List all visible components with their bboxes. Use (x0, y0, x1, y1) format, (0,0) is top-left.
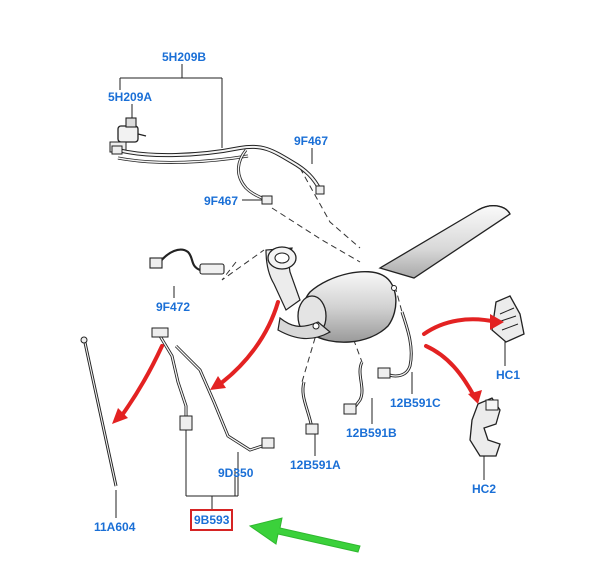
sensor-harness-5H209B (111, 144, 325, 205)
red-callout-arrows (118, 300, 498, 420)
sensor-rod-11A604 (80, 336, 118, 487)
part-label-12B591B: 12B591B (346, 426, 397, 440)
part-label-11A604: 11A604 (94, 520, 136, 534)
clip-HC1 (491, 295, 525, 343)
particulate-filter (277, 270, 397, 343)
sensor-12B591C (377, 311, 413, 379)
exhaust-pipe (378, 204, 511, 279)
part-label-12B591C: 12B591C (390, 396, 441, 410)
part-label-HC1: HC1 (496, 368, 521, 382)
part-label-9F467-lower: 9F467 (204, 194, 239, 208)
red-arrow-to-HC2 (424, 344, 476, 398)
leader-lines (115, 64, 506, 518)
bracket-HC2 (469, 397, 501, 457)
inlet-flange (265, 246, 301, 311)
part-label-9D350: 9D350 (218, 466, 254, 480)
red-arrow-heads (112, 314, 504, 424)
green-pointer-arrow (248, 517, 361, 553)
part-label-9B593: 9B593 (189, 509, 234, 531)
red-arrow-to-HC1 (422, 317, 498, 336)
part-label-5H209A: 5H209A (108, 90, 153, 104)
sensor-cable-9B593 (151, 327, 193, 431)
sensor-9F472 (149, 248, 225, 275)
red-arrow-to-9D350 (218, 300, 280, 386)
sensor-12B591B (343, 361, 364, 415)
part-label-5H209B: 5H209B (162, 50, 207, 64)
part-label-12B591A: 12B591A (290, 458, 341, 472)
sensor-cable-9D350 (174, 344, 275, 452)
red-arrow-to-11A604 (118, 344, 164, 420)
part-label-HC2: HC2 (472, 482, 497, 496)
part-label-9F467-upper: 9F467 (294, 134, 329, 148)
part-label-9F472: 9F472 (156, 300, 191, 314)
sensor-12B591A (301, 381, 319, 435)
